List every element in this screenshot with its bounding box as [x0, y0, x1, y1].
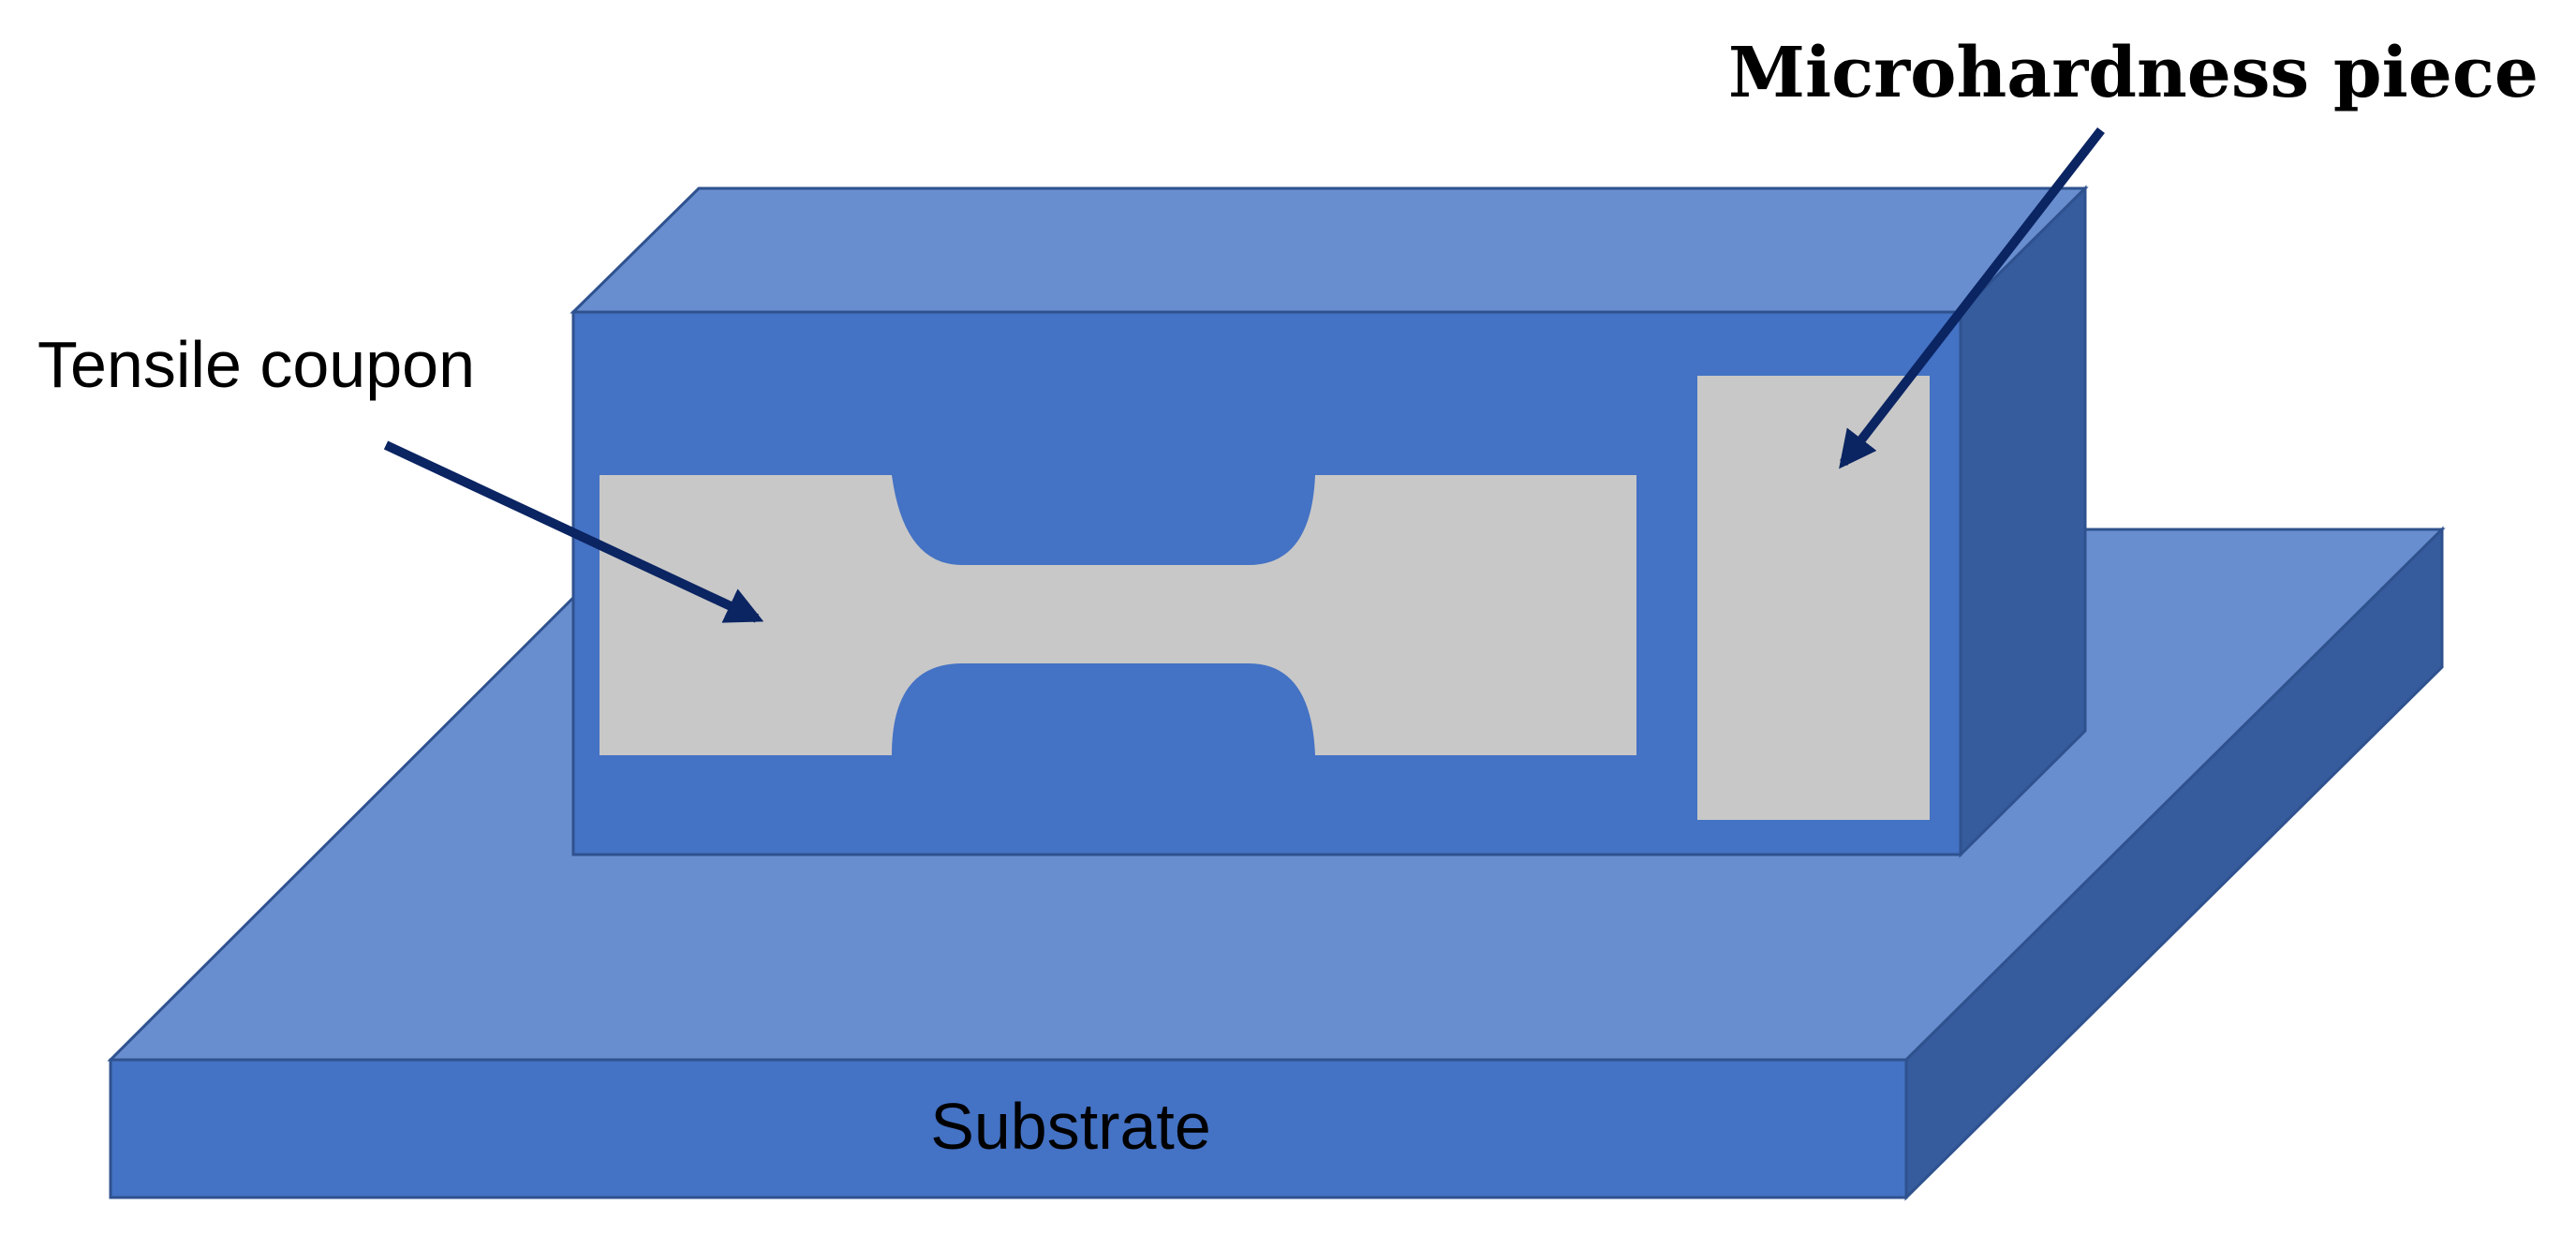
microhardness-piece-label: Microhardness piece — [1728, 33, 2539, 113]
tensile-coupon-shape — [600, 475, 1636, 755]
block-top-face — [570, 186, 2089, 314]
substrate-front-face — [109, 1058, 1908, 1199]
tensile-coupon-arrow — [383, 440, 764, 623]
tensile-coupon-label: Tensile coupon — [37, 328, 475, 401]
substrate-label: Substrate — [930, 1090, 1211, 1163]
microhardness-arrow — [1839, 126, 2105, 469]
microhardness-piece-shape — [1697, 376, 1930, 820]
